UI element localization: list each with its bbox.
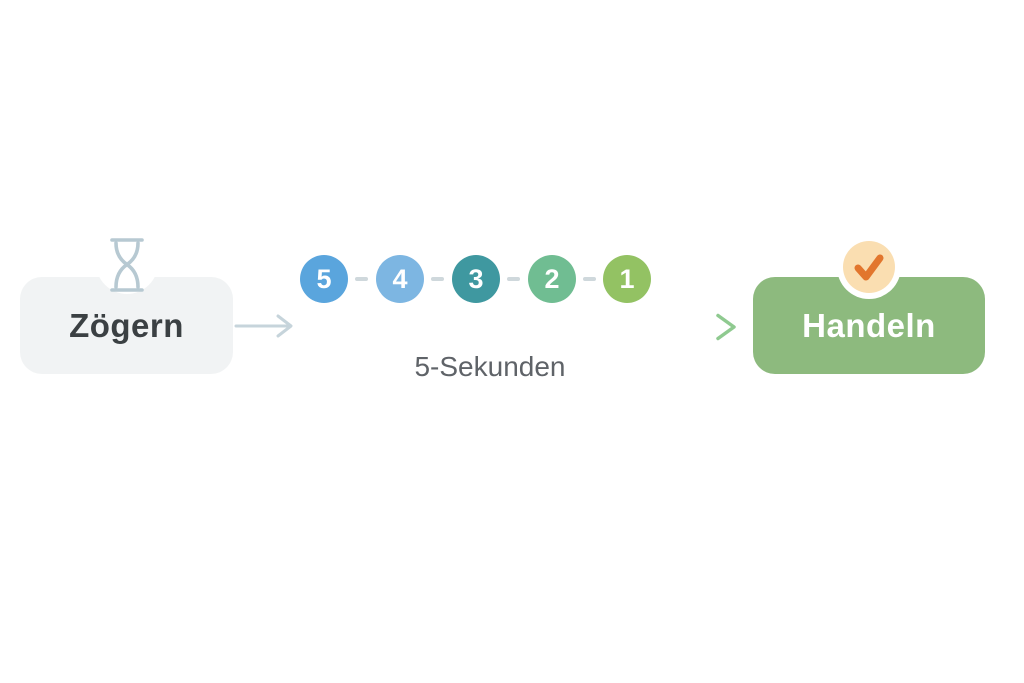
countdown-dash — [583, 277, 596, 281]
countdown-step-1-label: 1 — [619, 263, 635, 294]
connector-arrow-icon — [234, 314, 293, 338]
hourglass-icon — [110, 238, 144, 292]
countdown-caption: 5-Sekunden — [414, 351, 566, 382]
end-node-label: Handeln — [802, 306, 936, 344]
countdown-dash — [431, 277, 444, 281]
start-node-label: Zögern — [69, 306, 184, 344]
countdown-step-1: 1 — [603, 255, 651, 303]
countdown-step-5-label: 5 — [316, 263, 332, 294]
countdown-step-2: 2 — [528, 255, 576, 303]
countdown-dash — [507, 277, 520, 281]
check-icon — [854, 254, 884, 281]
timeline-arrow-icon — [299, 313, 736, 341]
countdown-step-3-label: 3 — [468, 263, 484, 294]
check-badge — [843, 241, 895, 293]
countdown-step-5: 5 — [300, 255, 348, 303]
countdown-step-4-label: 4 — [392, 263, 408, 294]
countdown-dash — [355, 277, 368, 281]
countdown-step-4: 4 — [376, 255, 424, 303]
countdown-step-2-label: 2 — [544, 263, 560, 294]
countdown-step-3: 3 — [452, 255, 500, 303]
